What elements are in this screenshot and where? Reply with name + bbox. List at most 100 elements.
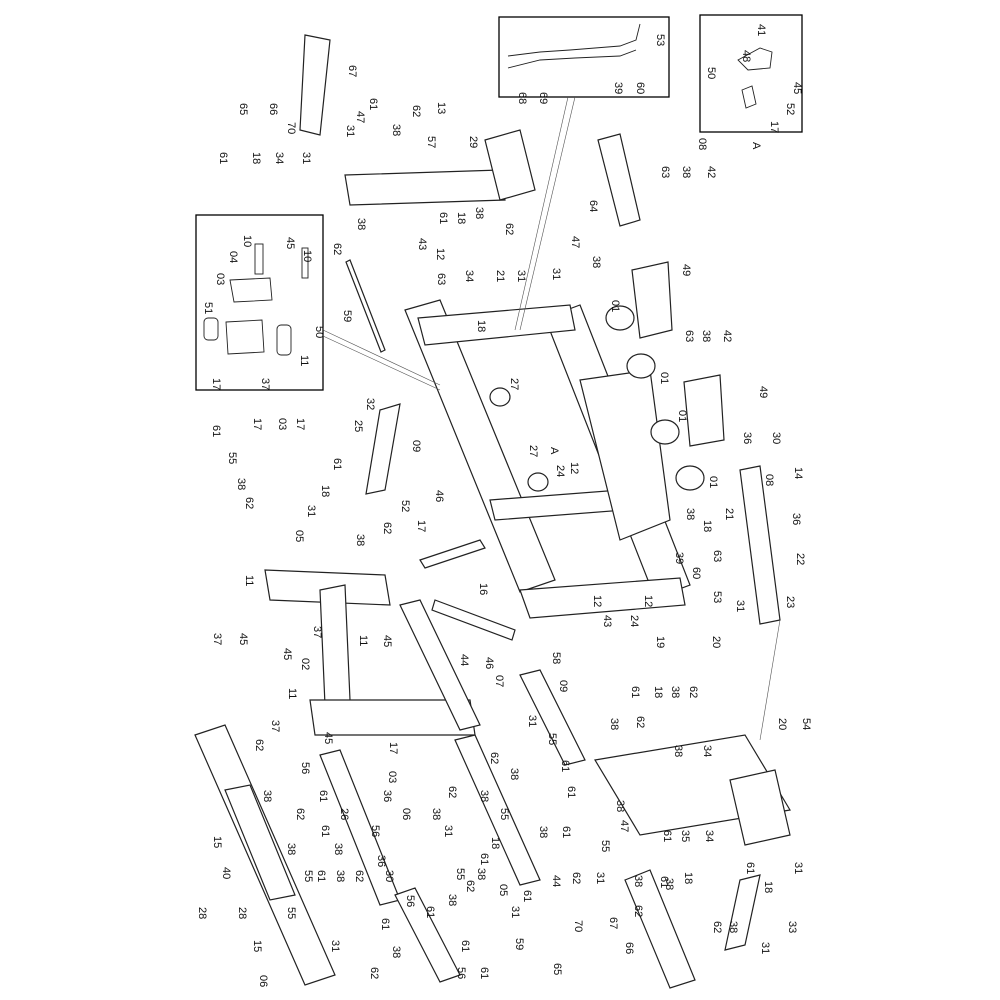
callout-32: 32 xyxy=(364,398,376,410)
callout-31: 31 xyxy=(550,268,562,280)
cylinder-rod-right xyxy=(597,133,641,227)
callout-65: 65 xyxy=(237,103,249,115)
callout-43: 43 xyxy=(601,615,613,627)
leader-left-inset-2 xyxy=(322,335,441,391)
callout-31: 31 xyxy=(594,872,606,884)
callout-38: 38 xyxy=(727,921,739,933)
left-frame-assembly xyxy=(264,569,586,766)
callout-50: 50 xyxy=(313,326,325,338)
callout-61: 61 xyxy=(367,98,379,110)
callout-62: 62 xyxy=(687,686,699,698)
tube-lower xyxy=(507,49,637,69)
callout-38: 38 xyxy=(334,870,346,882)
callout-28: 28 xyxy=(236,907,248,919)
callout-31: 31 xyxy=(734,600,746,612)
callout-23: 23 xyxy=(784,596,796,608)
callout-55: 55 xyxy=(498,808,510,820)
callout-62: 62 xyxy=(446,786,458,798)
callout-10: 10 xyxy=(241,235,253,247)
callout-26: 26 xyxy=(338,808,350,820)
callout-38: 38 xyxy=(537,826,549,838)
callout-67: 67 xyxy=(346,65,358,77)
callout-48: 48 xyxy=(740,50,752,62)
inset-label-a: A xyxy=(750,142,762,150)
detail-inset-right: A xyxy=(699,14,803,150)
callout-01: 01 xyxy=(676,410,688,422)
callout-19: 19 xyxy=(654,636,666,648)
callout-53: 53 xyxy=(654,34,666,46)
callout-45: 45 xyxy=(791,82,803,94)
callout-59: 59 xyxy=(341,310,353,322)
callout-69: 69 xyxy=(537,92,549,104)
callout-55: 55 xyxy=(285,907,297,919)
leader-lines xyxy=(322,96,781,741)
callout-18: 18 xyxy=(489,837,501,849)
callout-06: 06 xyxy=(400,808,412,820)
callout-12: 12 xyxy=(568,462,580,474)
callout-04: 04 xyxy=(227,251,239,263)
right-bracket xyxy=(729,769,791,846)
callout-61: 61 xyxy=(560,826,572,838)
strut-09-lower xyxy=(519,669,586,766)
callout-61: 61 xyxy=(437,212,449,224)
callout-30: 30 xyxy=(770,432,782,444)
callout-38: 38 xyxy=(475,868,487,880)
callout-12: 12 xyxy=(642,595,654,607)
callout-38: 38 xyxy=(473,207,485,219)
callout-24: 24 xyxy=(628,615,640,627)
callout-61: 61 xyxy=(319,825,331,837)
callout-60: 60 xyxy=(690,567,702,579)
inset-bolt-2 xyxy=(301,247,309,279)
callout-62: 62 xyxy=(410,105,422,117)
callout-03: 03 xyxy=(386,771,398,783)
callout-62: 62 xyxy=(634,716,646,728)
callout-49: 49 xyxy=(680,264,692,276)
cylinder-bottom xyxy=(624,869,696,989)
callout-38: 38 xyxy=(285,843,297,855)
callout-38: 38 xyxy=(355,218,367,230)
callout-63: 63 xyxy=(683,330,695,342)
mount-1 xyxy=(605,305,635,331)
callout-18: 18 xyxy=(475,320,487,332)
callout-57: 57 xyxy=(425,136,437,148)
callout-09: 09 xyxy=(410,440,422,452)
callout-61: 61 xyxy=(424,906,436,918)
callout-14: 14 xyxy=(792,467,804,479)
callout-56: 56 xyxy=(455,967,467,979)
left-side-rail xyxy=(319,584,351,706)
leader-top-inset-2 xyxy=(514,96,569,331)
detail-inset-left xyxy=(195,214,324,391)
callout-17: 17 xyxy=(294,418,306,430)
inset-frame-right xyxy=(699,14,803,133)
callout-38: 38 xyxy=(669,686,681,698)
callout-39: 39 xyxy=(612,82,624,94)
rod-59 xyxy=(345,259,386,353)
callout-38: 38 xyxy=(332,843,344,855)
callout-63: 63 xyxy=(435,273,447,285)
callout-07: 07 xyxy=(493,675,505,687)
callout-37: 37 xyxy=(269,720,281,732)
chassis-front-beam xyxy=(417,304,576,346)
callout-17: 17 xyxy=(415,520,427,532)
callout-17: 17 xyxy=(768,121,780,133)
callout-42: 42 xyxy=(721,330,733,342)
chassis-rear-beam xyxy=(519,577,686,619)
side-brackets xyxy=(631,261,781,625)
callout-55: 55 xyxy=(302,870,314,882)
callout-20: 20 xyxy=(776,718,788,730)
bracket-49-lower xyxy=(683,374,725,447)
callout-36: 36 xyxy=(375,855,387,867)
callout-18: 18 xyxy=(250,152,262,164)
callout-44: 44 xyxy=(458,654,470,666)
mount-2 xyxy=(626,353,656,379)
callout-65: 65 xyxy=(551,963,563,975)
callout-18: 18 xyxy=(682,872,694,884)
inset-frame-top xyxy=(498,16,670,98)
link-46-upper xyxy=(419,539,486,569)
callout-45: 45 xyxy=(381,635,393,647)
callout-53: 53 xyxy=(711,591,723,603)
callout-38: 38 xyxy=(430,808,442,820)
leader-left-inset xyxy=(322,329,441,386)
callout-62: 62 xyxy=(253,739,265,751)
